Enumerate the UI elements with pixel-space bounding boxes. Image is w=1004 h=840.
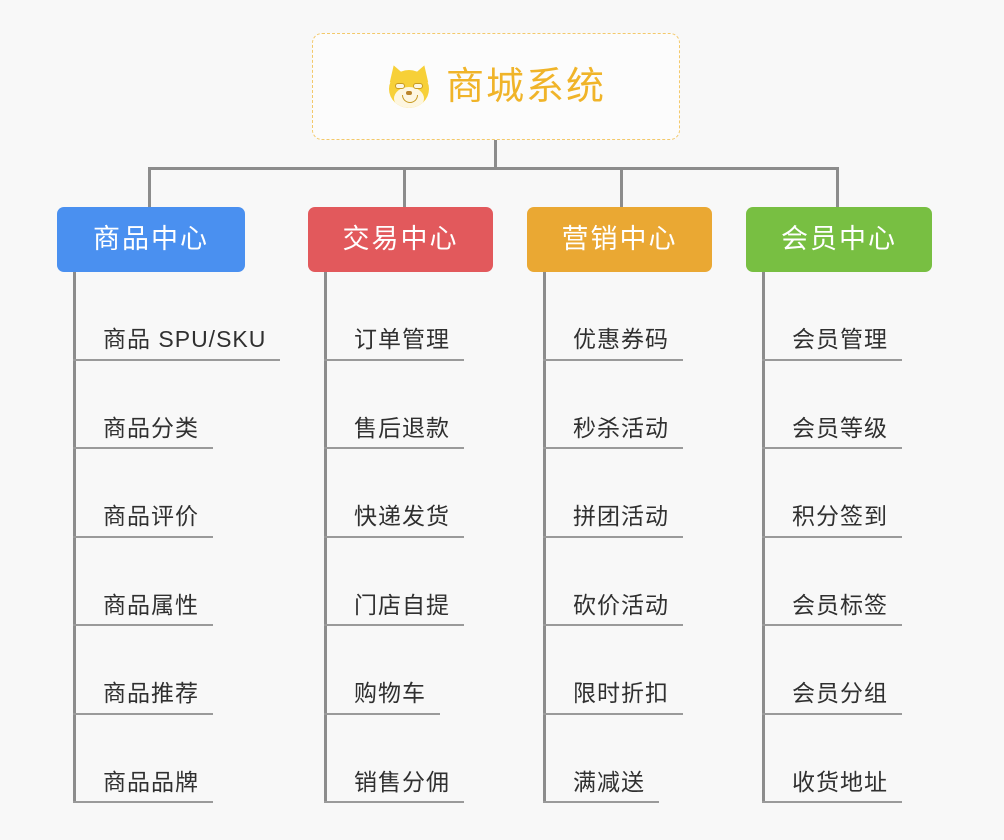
leaf-underline: 购物车 [324, 680, 440, 715]
leaf-label: 商品分类 [103, 414, 199, 441]
leaf-label: 拼团活动 [573, 503, 669, 530]
connector-drop-2 [403, 167, 406, 209]
category-box-2[interactable]: 交易中心 [308, 207, 493, 272]
leaf-underline: 订单管理 [324, 326, 464, 361]
leaf-underline: 门店自提 [324, 591, 464, 626]
leaf-label: 商品推荐 [103, 680, 199, 707]
category-label: 会员中心 [781, 224, 897, 254]
leaf-label: 秒杀活动 [573, 414, 669, 441]
leaf-label: 会员分组 [792, 680, 888, 707]
leaf-underline: 满减送 [543, 768, 659, 803]
connector-root-stem [494, 140, 497, 170]
leaf-underline: 收货地址 [762, 768, 902, 803]
leaf-item[interactable]: 销售分佣 [324, 715, 464, 803]
leaf-item[interactable]: 快递发货 [324, 449, 464, 538]
leaf-item[interactable]: 商品推荐 [73, 626, 213, 715]
category-box-1[interactable]: 商品中心 [57, 207, 245, 272]
leaf-item[interactable]: 会员分组 [762, 626, 902, 715]
leaf-label: 积分签到 [792, 503, 888, 530]
leaf-label: 商品 SPU/SKU [103, 326, 267, 353]
leaf-label: 销售分佣 [354, 768, 450, 795]
leaf-underline: 限时折扣 [543, 680, 683, 715]
connector-drop-4 [836, 167, 839, 209]
leaf-underline: 快递发货 [324, 503, 464, 538]
leaf-label: 商品评价 [103, 503, 199, 530]
connector-drop-1 [148, 167, 151, 209]
root-node[interactable]: 商城系统 [312, 33, 680, 140]
leaf-item[interactable]: 秒杀活动 [543, 361, 683, 449]
leaf-spine [762, 272, 765, 803]
leaf-spine [324, 272, 327, 803]
leaf-spine [543, 272, 546, 803]
leaf-underline: 销售分佣 [324, 768, 464, 803]
leaf-underline: 商品评价 [73, 503, 213, 538]
category-label: 商品中心 [93, 224, 209, 254]
leaf-underline: 会员管理 [762, 326, 902, 361]
leaf-item[interactable]: 会员等级 [762, 361, 902, 449]
leaf-item[interactable]: 商品品牌 [73, 715, 213, 803]
leaf-underline: 砍价活动 [543, 591, 683, 626]
leaf-item[interactable]: 收货地址 [762, 715, 902, 803]
leaf-label: 会员等级 [792, 414, 888, 441]
leaf-underline: 商品属性 [73, 591, 213, 626]
leaf-label: 商品属性 [103, 591, 199, 618]
leaf-item[interactable]: 积分签到 [762, 449, 902, 538]
leaf-label: 售后退款 [354, 414, 450, 441]
leaf-item[interactable]: 购物车 [324, 626, 440, 715]
leaf-label: 优惠券码 [573, 326, 669, 353]
leaf-item[interactable]: 会员管理 [762, 272, 902, 361]
root-title: 商城系统 [445, 65, 606, 108]
leaf-label: 订单管理 [354, 326, 450, 353]
leaf-item[interactable]: 优惠券码 [543, 272, 683, 361]
leaf-spine [73, 272, 76, 803]
leaf-label: 收货地址 [792, 768, 888, 795]
leaf-underline: 商品推荐 [73, 680, 213, 715]
leaf-underline: 商品分类 [73, 414, 213, 449]
leaf-underline: 积分签到 [762, 503, 902, 538]
leaf-item[interactable]: 拼团活动 [543, 449, 683, 538]
category-box-4[interactable]: 会员中心 [746, 207, 932, 272]
leaf-label: 门店自提 [354, 591, 450, 618]
leaf-label: 购物车 [354, 680, 426, 707]
leaf-label: 会员管理 [792, 326, 888, 353]
leaf-underline: 售后退款 [324, 414, 464, 449]
shiba-dog-icon [385, 62, 433, 110]
leaf-item[interactable]: 售后退款 [324, 361, 464, 449]
leaf-label: 商品品牌 [103, 768, 199, 795]
leaf-label: 会员标签 [792, 591, 888, 618]
connector-horizontal-bus [148, 167, 838, 170]
leaf-label: 砍价活动 [573, 591, 669, 618]
leaf-item[interactable]: 会员标签 [762, 538, 902, 626]
leaf-item[interactable]: 商品评价 [73, 449, 213, 538]
leaf-item[interactable]: 商品分类 [73, 361, 213, 449]
category-box-3[interactable]: 营销中心 [527, 207, 712, 272]
leaf-underline: 商品品牌 [73, 768, 213, 803]
connector-drop-3 [620, 167, 623, 209]
leaf-label: 满减送 [573, 768, 645, 795]
leaf-underline: 优惠券码 [543, 326, 683, 361]
leaf-item[interactable]: 满减送 [543, 715, 659, 803]
leaf-item[interactable]: 商品 SPU/SKU [73, 272, 281, 361]
leaf-underline: 商品 SPU/SKU [73, 326, 281, 361]
leaf-item[interactable]: 商品属性 [73, 538, 213, 626]
leaf-item[interactable]: 砍价活动 [543, 538, 683, 626]
leaf-underline: 会员等级 [762, 414, 902, 449]
leaf-item[interactable]: 限时折扣 [543, 626, 683, 715]
leaf-underline: 会员分组 [762, 680, 902, 715]
leaf-label: 限时折扣 [573, 680, 669, 707]
leaf-item[interactable]: 订单管理 [324, 272, 464, 361]
leaf-underline: 会员标签 [762, 591, 902, 626]
category-label: 营销中心 [561, 224, 678, 254]
leaf-underline: 拼团活动 [543, 503, 683, 538]
leaf-item[interactable]: 门店自提 [324, 538, 464, 626]
category-label: 交易中心 [342, 224, 459, 254]
leaf-underline: 秒杀活动 [543, 414, 683, 449]
leaf-label: 快递发货 [354, 503, 450, 530]
